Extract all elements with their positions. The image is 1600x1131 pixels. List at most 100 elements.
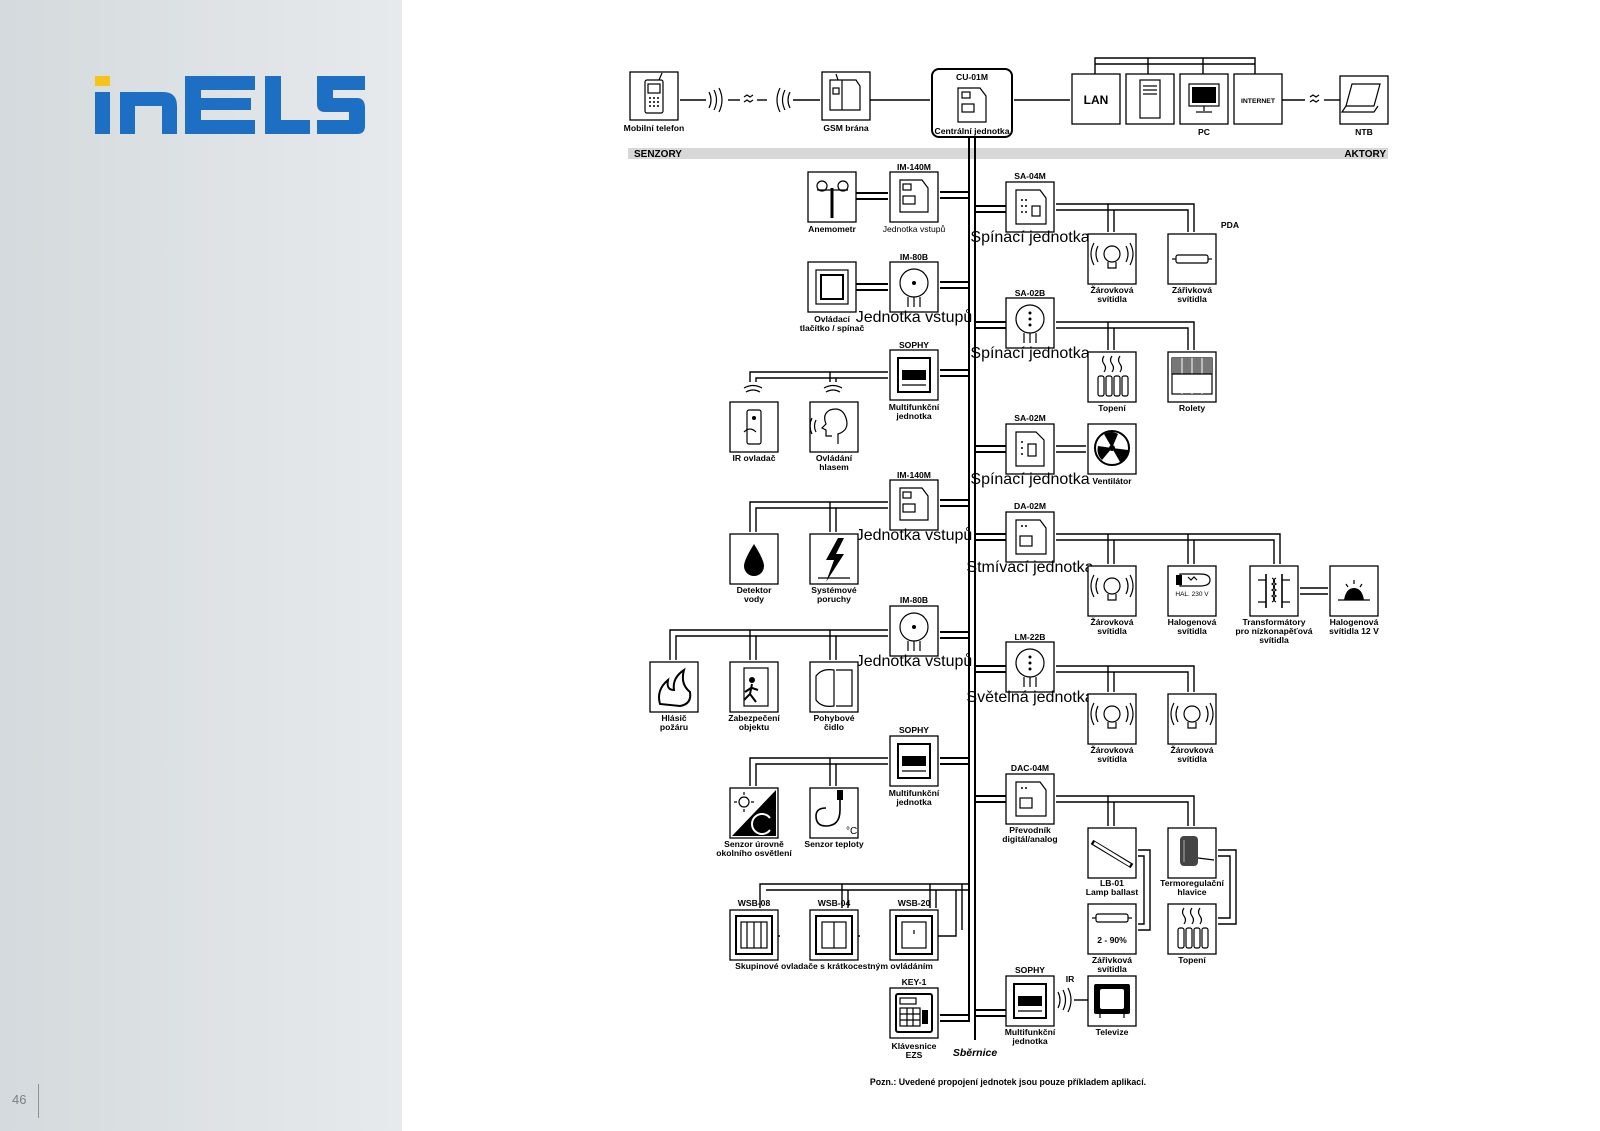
actor-dac04m: DAC-04M Převodník digitál/analog LB-01 L… <box>975 763 1237 974</box>
sophy-unit-icon <box>1013 983 1047 1019</box>
svg-text:°C: °C <box>846 826 857 837</box>
actor-lm22b: LM-22B Světelná jednotka Žárovková svíti… <box>966 632 1217 764</box>
svg-text:KEY-1: KEY-1 <box>902 977 927 987</box>
voice-control-icon <box>809 408 848 444</box>
svg-text:Zářivková: Zářivková <box>1172 285 1212 295</box>
svg-text:DAC-04M: DAC-04M <box>1011 763 1049 773</box>
bus-lines <box>968 137 976 1040</box>
actor-sa04m: SA-04M Spínací jednotka PDA Žárovková sv… <box>970 171 1239 304</box>
tv-icon <box>1094 984 1130 1018</box>
sensor-im140m-1: IM-140M Jednotka vstupů Anemometr <box>807 162 969 234</box>
svg-text:Lamp ballast: Lamp ballast <box>1086 887 1139 897</box>
svg-text:svítidla: svítidla <box>1177 294 1207 304</box>
pc-label: PC <box>1198 127 1210 137</box>
central-unit-box <box>931 68 1013 138</box>
svg-text:Topení: Topení <box>1098 403 1126 413</box>
sidebar <box>0 0 402 1131</box>
svg-text:Ovládací: Ovládací <box>814 314 850 324</box>
mobile-phone-icon <box>644 72 664 114</box>
svg-text:čidlo: čidlo <box>824 722 844 732</box>
motion-sensor-icon <box>815 669 853 707</box>
svg-text:Multifunkční: Multifunkční <box>889 788 940 798</box>
svg-text:svítidla: svítidla <box>1097 294 1127 304</box>
svg-text:svítidla 12 V: svítidla 12 V <box>1329 626 1379 636</box>
actors-header: AKTORY <box>1344 149 1386 160</box>
temperature-sensor-icon: °C <box>815 790 857 837</box>
svg-text:Multifunkční: Multifunkční <box>889 402 940 412</box>
svg-text:HAL. 230 V: HAL. 230 V <box>1175 591 1209 598</box>
din-module-icon <box>899 487 929 521</box>
internet-label: INTERNET <box>1241 98 1276 105</box>
fire-alarm-icon <box>658 667 692 708</box>
svg-text:jednotka: jednotka <box>1011 1036 1048 1046</box>
svg-text:Rolety: Rolety <box>1179 403 1205 413</box>
svg-text:svítidla: svítidla <box>1177 626 1207 636</box>
gsm-gate-label: GSM brána <box>823 123 869 133</box>
light-bulb-icon <box>1170 702 1214 729</box>
svg-text:hlavice: hlavice <box>1177 887 1206 897</box>
lan-box <box>1071 73 1121 125</box>
lan-group-bracket <box>1094 57 1256 74</box>
wsb-caption: Skupinové ovladače s krátkocestným ovlád… <box>735 961 933 971</box>
im80b-module-icon <box>899 612 929 651</box>
mobile-phone-label: Mobilní telefon <box>624 123 685 133</box>
svg-text:Ovládání: Ovládání <box>816 453 853 463</box>
svg-text:Halogenová: Halogenová <box>1168 617 1217 627</box>
page-separator <box>38 1084 39 1118</box>
svg-text:svítidla: svítidla <box>1097 754 1127 764</box>
light-bulb-icon <box>1090 702 1134 729</box>
svg-text:Převodník: Převodník <box>1009 825 1051 835</box>
im80b-module-icon <box>899 268 929 307</box>
actor-da02m: DA-02M Stmívací jednotka Žárovková svíti… <box>966 501 1379 645</box>
svg-text:Spínací jednotka: Spínací jednotka <box>970 471 1089 488</box>
svg-text:SOPHY: SOPHY <box>899 725 929 735</box>
svg-text:Transformátory: Transformátory <box>1242 617 1305 627</box>
svg-text:Topení: Topení <box>1178 955 1206 965</box>
wsb04-switch-icon <box>815 915 853 955</box>
sensor-im80b-2: IM-80B Jednotka vstupů Hlásič požáru Zab… <box>649 595 973 732</box>
svg-text:Jednotka vstupů: Jednotka vstupů <box>856 652 973 670</box>
lightning-warning-icon <box>818 538 850 582</box>
svg-text:Spínací jednotka: Spínací jednotka <box>970 229 1089 246</box>
svg-text:Žárovková: Žárovková <box>1091 284 1134 295</box>
svg-text:Zabezpečení: Zabezpečení <box>728 713 780 723</box>
lamp-ballast-icon <box>1090 839 1134 869</box>
notebook-label: NTB <box>1355 127 1373 137</box>
top-row: Mobilní telefon GSM brána CU-01M Centrál… <box>624 57 1389 138</box>
bus-label: Sběrnice <box>953 1047 998 1059</box>
svg-text:Systémové: Systémové <box>811 585 857 595</box>
svg-text:Spínací jednotka: Spínací jednotka <box>970 345 1089 362</box>
header-bar <box>628 148 1388 159</box>
central-unit-label: Centrální jednotka <box>935 126 1010 136</box>
ir-remote-icon <box>743 409 762 445</box>
din-module-icon <box>957 87 987 123</box>
actor-sophy: SOPHY Multifunkční jednotka IR Televize <box>975 965 1137 1046</box>
wall-switch-icon <box>815 269 849 305</box>
svg-text:Zářivková: Zářivková <box>1092 955 1132 965</box>
sensor-sophy-2: SOPHY Multifunkční jednotka Senzor úrovn… <box>716 725 969 858</box>
fan-icon <box>1094 430 1130 466</box>
svg-text:IR ovladač: IR ovladač <box>733 453 776 463</box>
svg-text:okolního osvětlení: okolního osvětlení <box>716 848 792 858</box>
svg-text:Hlásič: Hlásič <box>661 713 687 723</box>
wsb08-switch-icon <box>735 915 773 955</box>
pc-box <box>1179 73 1229 125</box>
svg-text:SA-04M: SA-04M <box>1014 171 1046 181</box>
fluorescent-tube-icon <box>1172 254 1212 264</box>
gsm-gate-box <box>821 71 871 121</box>
svg-text:svítidla: svítidla <box>1097 964 1127 974</box>
svg-text:digitál/analog: digitál/analog <box>1002 834 1057 844</box>
svg-text:DA-02M: DA-02M <box>1014 501 1046 511</box>
svg-text:Pohybové: Pohybové <box>813 713 854 723</box>
svg-text:Termoregulační: Termoregulační <box>1160 878 1224 888</box>
din-module-icon <box>1015 519 1047 555</box>
svg-text:vody: vody <box>744 594 764 604</box>
din-switch-module-icon <box>1015 189 1047 225</box>
svg-text:IR: IR <box>1066 974 1075 984</box>
din-module-icon <box>899 179 929 213</box>
svg-text:Světelná jednotka: Světelná jednotka <box>966 689 1093 706</box>
svg-text:PDA: PDA <box>1221 220 1239 230</box>
im80b-module-icon <box>1015 304 1045 343</box>
svg-text:Žárovková: Žárovková <box>1091 616 1134 627</box>
